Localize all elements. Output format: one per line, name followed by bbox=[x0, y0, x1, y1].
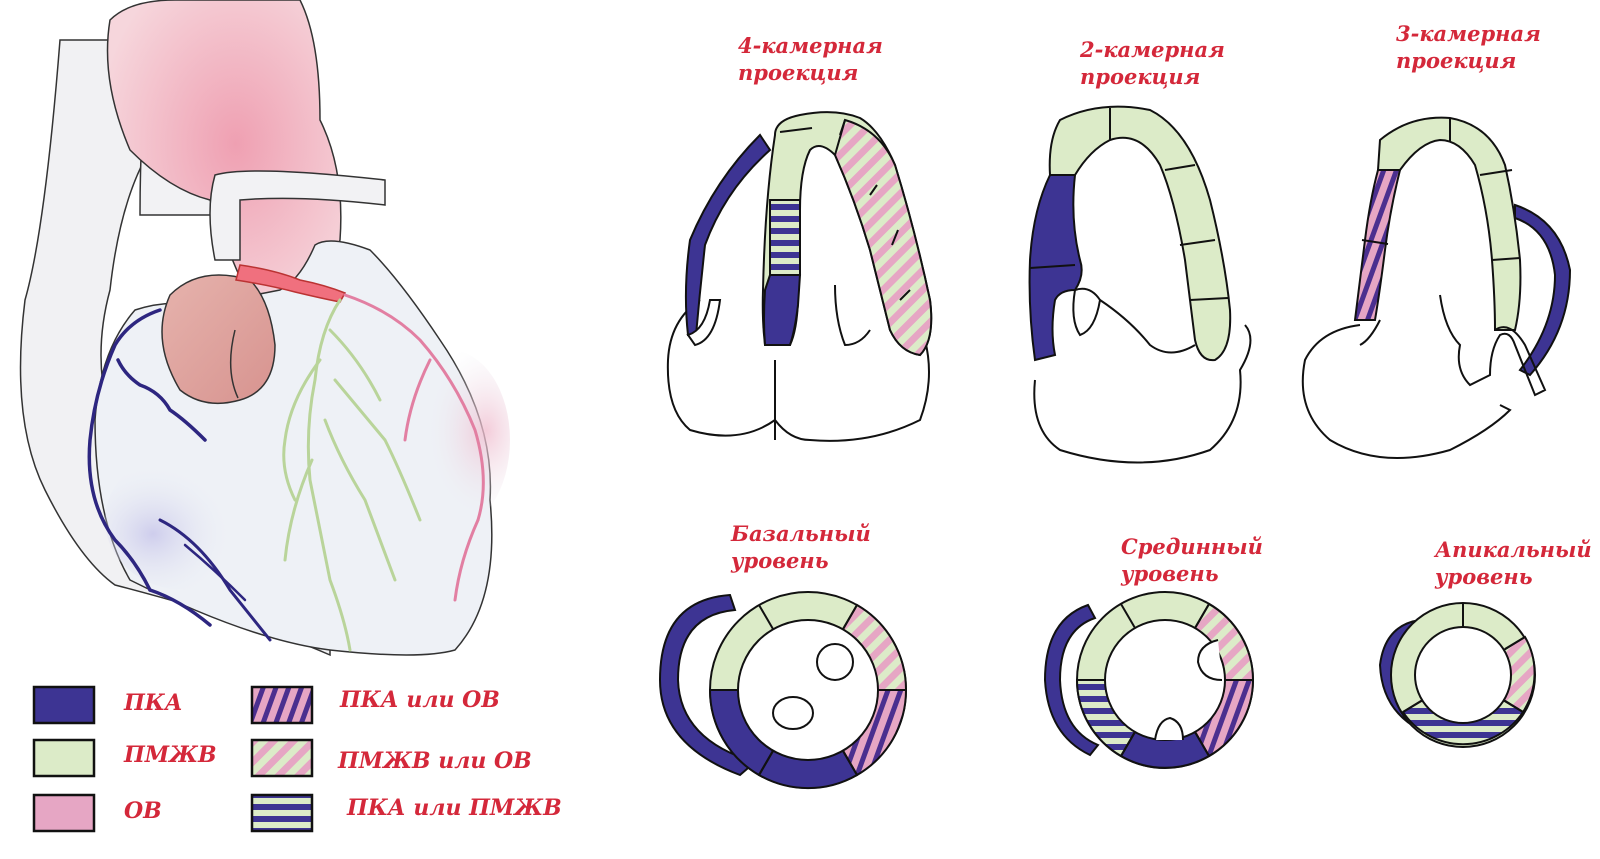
legend-swatches bbox=[32, 685, 314, 833]
three-chamber-view bbox=[1301, 116, 1572, 459]
legend-label-rca-or-lad: ПКА или ПМЖВ bbox=[347, 795, 562, 821]
rca-vessels bbox=[87, 308, 272, 642]
heart-illustration bbox=[19, 0, 510, 657]
legend-label-rca-or-cx: ПКА или ОВ bbox=[340, 687, 500, 713]
mid-level bbox=[1043, 591, 1255, 769]
four-chamber-view bbox=[666, 111, 933, 442]
legend-label-lad-or-cx: ПМЖВ или ОВ bbox=[338, 748, 532, 774]
legend-label-cx: ОВ bbox=[124, 798, 162, 824]
two-chamber-view bbox=[1028, 105, 1252, 464]
basal-level bbox=[658, 591, 908, 790]
apical-level bbox=[1378, 602, 1536, 748]
legend-label-lad: ПМЖВ bbox=[124, 742, 217, 768]
legend-label-rca: ПКА bbox=[124, 690, 183, 716]
lad-vessels bbox=[282, 298, 422, 652]
cx-vessels bbox=[343, 293, 485, 602]
